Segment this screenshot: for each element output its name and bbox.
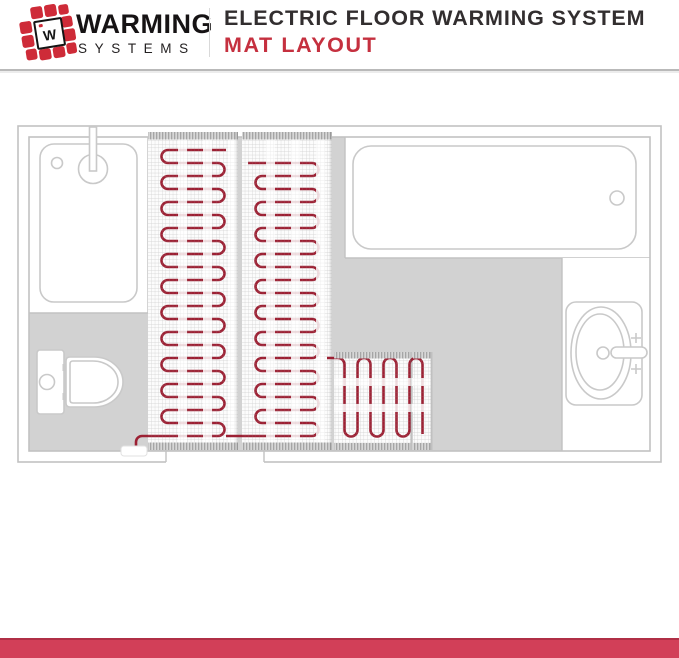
cold-handle-icon bbox=[631, 364, 641, 374]
footer-accent-bar bbox=[0, 638, 679, 658]
shower bbox=[39, 126, 138, 303]
hot-handle-icon bbox=[631, 333, 641, 343]
sink-faucet bbox=[610, 346, 648, 359]
shower-drain bbox=[50, 156, 64, 170]
header-divider bbox=[209, 8, 210, 57]
header: W WARMING SYSTEMS ELECTRIC FLOOR WARMING… bbox=[0, 0, 679, 71]
brand-subname: SYSTEMS bbox=[78, 41, 196, 56]
heating-mat-2 bbox=[226, 132, 332, 450]
bathtub-drain bbox=[609, 190, 625, 206]
sink-drain bbox=[596, 346, 610, 360]
page-title: ELECTRIC FLOOR WARMING SYSTEM bbox=[224, 6, 646, 30]
page-subtitle: MAT LAYOUT bbox=[224, 33, 378, 57]
toilet-seat bbox=[65, 356, 124, 408]
bathtub bbox=[352, 145, 637, 250]
shower-tray bbox=[39, 143, 138, 303]
bathtub-rim bbox=[352, 145, 637, 250]
floor-plan-diagram bbox=[17, 125, 662, 467]
door-opening bbox=[166, 455, 264, 467]
heating-mat-3 bbox=[327, 352, 433, 450]
power-connector bbox=[120, 445, 148, 457]
walls bbox=[17, 125, 662, 467]
heating-mat-1 bbox=[134, 132, 238, 450]
header-separator bbox=[0, 69, 679, 71]
sink-vanity bbox=[565, 301, 648, 406]
toilet bbox=[36, 349, 124, 415]
toilet-seat-inner bbox=[69, 360, 119, 404]
toilet-flush-button bbox=[38, 373, 56, 391]
brand-name: WARMING bbox=[76, 9, 213, 39]
shower-pipe bbox=[88, 126, 98, 172]
